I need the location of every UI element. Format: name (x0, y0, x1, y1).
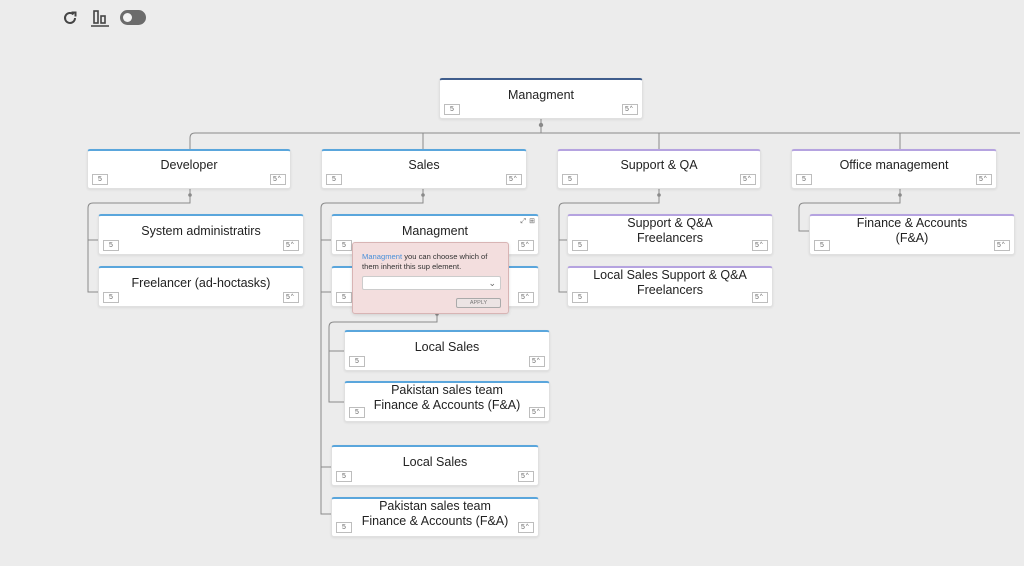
org-node-pakistan-sales[interactable]: Pakistan sales team Finance & Accounts (… (331, 497, 539, 537)
inherit-popup: Managment you can choose which of them i… (352, 242, 509, 314)
node-title: Managment (401, 223, 468, 238)
node-title: Managment (507, 87, 574, 102)
node-count-badge: 5 (326, 174, 342, 185)
caret-up-icon: ^ (277, 176, 281, 182)
view-toggle[interactable] (120, 10, 146, 25)
node-title: Local Sales Support & Q&A Freelancers (593, 268, 747, 297)
node-collapse-badge[interactable]: 5^ (283, 240, 299, 251)
org-node-sysadmin[interactable]: System administratirs 5 5^ (98, 214, 304, 255)
caret-up-icon: ^ (629, 106, 633, 112)
caret-up-icon: ^ (983, 176, 987, 182)
caret-up-icon: ^ (290, 294, 294, 300)
node-title: System administratirs (141, 223, 261, 238)
org-node-local-sales[interactable]: Local Sales 5 5^ (344, 330, 550, 371)
org-node-local-sales[interactable]: Local Sales 5 5^ (331, 445, 539, 486)
node-collapse-badge[interactable]: 5^ (752, 292, 768, 303)
node-count-badge: 5 (349, 407, 365, 418)
node-count-badge: 5 (444, 104, 460, 115)
node-title: Local Sales (414, 339, 480, 354)
node-count-badge: 5 (92, 174, 108, 185)
hierarchy-icon[interactable]: ⊞ (529, 218, 535, 225)
popup-highlight: Managment (362, 252, 403, 261)
node-title: Pakistan sales team Finance & Accounts (… (373, 383, 521, 412)
toggle-knob (123, 13, 132, 22)
org-node-office[interactable]: Office management 5 5^ (791, 149, 997, 189)
inherit-select[interactable]: ⌄ (362, 276, 501, 290)
node-title: Support & Q&A Freelancers (627, 216, 713, 245)
card-actions: ⤢ ⊞ (521, 218, 535, 226)
node-collapse-badge[interactable]: 5^ (518, 522, 534, 533)
node-count-badge: 5 (814, 240, 830, 251)
node-count-badge: 5 (103, 292, 119, 303)
node-count-badge: 5 (349, 356, 365, 367)
node-title: Freelancer (ad-hoctasks) (131, 275, 271, 290)
refresh-icon[interactable] (58, 6, 82, 30)
caret-up-icon: ^ (525, 524, 529, 530)
node-count-badge: 5 (572, 292, 588, 303)
org-node-support[interactable]: Support & QA 5 5^ (557, 149, 761, 189)
caret-up-icon: ^ (525, 242, 529, 248)
chevron-down-icon: ⌄ (488, 278, 496, 288)
caret-up-icon: ^ (1001, 242, 1005, 248)
node-count-badge: 5 (336, 522, 352, 533)
node-count-badge: 5 (336, 292, 352, 303)
link-icon[interactable]: ⤢ (520, 218, 527, 225)
node-title: Pakistan sales team Finance & Accounts (… (361, 498, 509, 528)
apply-button[interactable]: APPLY (456, 298, 501, 308)
node-title: Sales (408, 158, 440, 172)
caret-up-icon: ^ (747, 176, 751, 182)
node-count-badge: 5 (562, 174, 578, 185)
node-collapse-badge[interactable]: 5^ (518, 240, 534, 251)
org-node-root[interactable]: Managment 5 5^ (439, 78, 643, 119)
node-collapse-badge[interactable]: 5^ (622, 104, 638, 115)
node-title: Office management (839, 158, 949, 172)
node-collapse-badge[interactable]: 5^ (740, 174, 756, 185)
org-node-local-support[interactable]: Local Sales Support & Q&A Freelancers 5 … (567, 266, 773, 307)
node-collapse-badge[interactable]: 5^ (994, 240, 1010, 251)
org-node-support-freelancers[interactable]: Support & Q&A Freelancers 5 5^ (567, 214, 773, 255)
caret-up-icon: ^ (759, 294, 763, 300)
node-count-badge: 5 (336, 240, 352, 251)
caret-up-icon: ^ (536, 358, 540, 364)
popup-message: Managment you can choose which of them i… (362, 252, 502, 272)
caret-up-icon: ^ (290, 242, 294, 248)
caret-up-icon: ^ (525, 473, 529, 479)
node-title: Support & QA (620, 158, 698, 172)
org-node-developer[interactable]: Developer 5 5^ (87, 149, 291, 189)
node-collapse-badge[interactable]: 5^ (529, 356, 545, 367)
caret-up-icon: ^ (525, 294, 529, 300)
org-node-pakistan-sales[interactable]: Pakistan sales team Finance & Accounts (… (344, 381, 550, 422)
node-count-badge: 5 (336, 471, 352, 482)
org-node-freelancer[interactable]: Freelancer (ad-hoctasks) 5 5^ (98, 266, 304, 307)
caret-up-icon: ^ (513, 176, 517, 182)
node-title: Local Sales (402, 454, 468, 469)
node-collapse-badge[interactable]: 5^ (283, 292, 299, 303)
node-collapse-badge[interactable]: 5^ (976, 174, 992, 185)
node-collapse-badge[interactable]: 5^ (506, 174, 522, 185)
node-title: Developer (160, 158, 218, 172)
align-bottom-icon[interactable] (88, 6, 112, 30)
caret-up-icon: ^ (536, 409, 540, 415)
caret-up-icon: ^ (759, 242, 763, 248)
node-collapse-badge[interactable]: 5^ (529, 407, 545, 418)
node-count-badge: 5 (796, 174, 812, 185)
org-node-finance[interactable]: Finance & Accounts (F&A) 5 5^ (809, 214, 1015, 255)
node-title: Finance & Accounts (F&A) (856, 216, 968, 245)
node-collapse-badge[interactable]: 5^ (752, 240, 768, 251)
node-count-badge: 5 (103, 240, 119, 251)
node-collapse-badge[interactable]: 5^ (270, 174, 286, 185)
node-collapse-badge[interactable]: 5^ (518, 471, 534, 482)
org-node-sales[interactable]: Sales 5 5^ (321, 149, 527, 189)
node-count-badge: 5 (572, 240, 588, 251)
node-collapse-badge[interactable]: 5^ (518, 292, 534, 303)
popup-text: you can choose which of them inherit thi… (362, 252, 488, 271)
